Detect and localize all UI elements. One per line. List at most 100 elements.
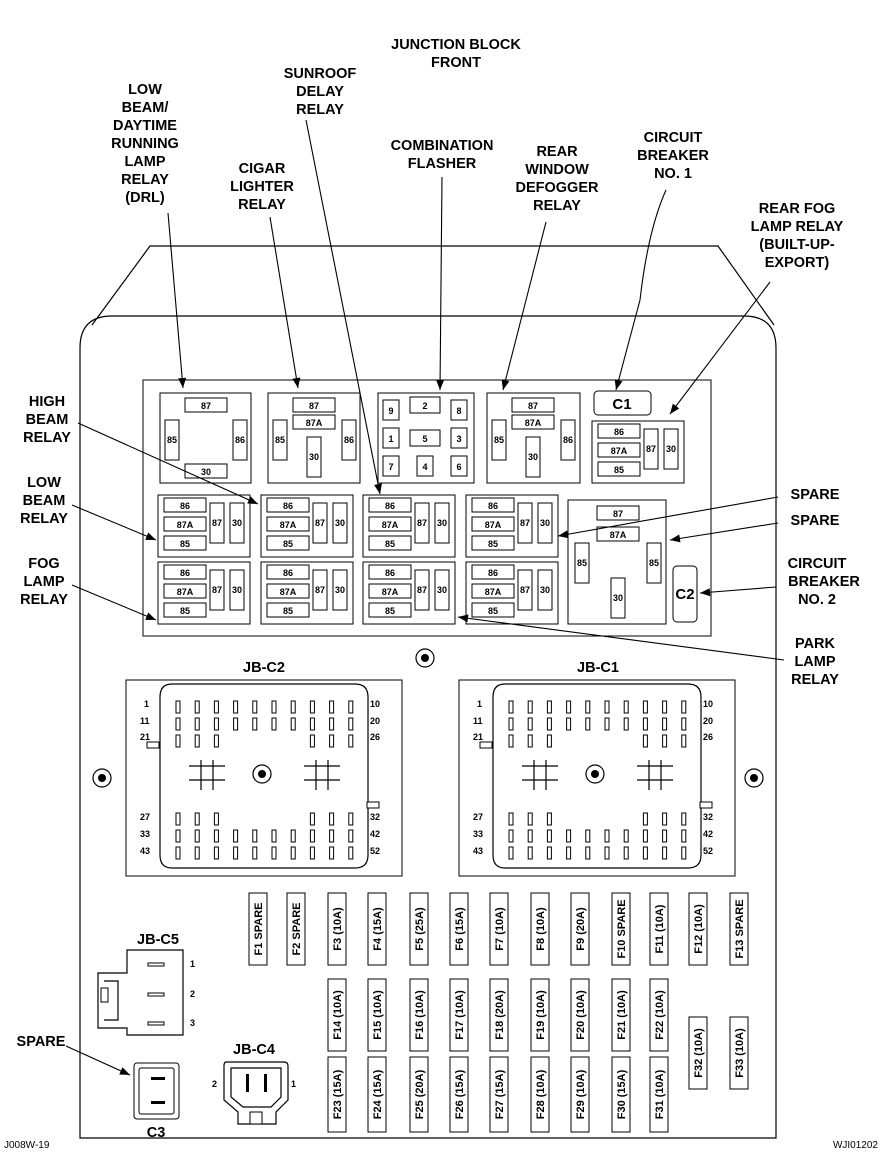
pin-slot [585, 717, 591, 731]
arrowhead [670, 403, 680, 414]
fuse-label: F13 SPARE [734, 899, 746, 958]
callout-text: FOG [28, 556, 59, 572]
callout-text: NO. 2 [798, 592, 836, 608]
terminal-87a [292, 414, 336, 430]
leader-lines [65, 119, 785, 1076]
terminal-label: 87A [382, 520, 399, 530]
callout-text: LOW [128, 82, 162, 98]
connector-name: JB-C1 [577, 660, 619, 676]
terminal [471, 516, 515, 532]
arrowhead [614, 379, 623, 390]
pin-slot [681, 717, 687, 731]
terminal [414, 502, 430, 544]
pin-slot [604, 829, 610, 843]
callout-text: RELAY [121, 172, 169, 188]
callout-text: HIGH [29, 394, 65, 410]
fuse-outline [729, 892, 749, 966]
fuse-outline [327, 978, 347, 1052]
arrowhead [247, 496, 258, 504]
pin-slot [175, 734, 181, 748]
fuse-label: F2 SPARE [291, 903, 303, 956]
callout-low-beam: LOW BEAM RELAY [20, 475, 68, 527]
pin-slot [642, 734, 648, 748]
terminal [209, 502, 225, 544]
connector-pin [147, 962, 165, 967]
callout-text: WINDOW [525, 162, 589, 178]
pin-label: 2 [422, 401, 427, 411]
fuse-outline [649, 978, 669, 1052]
callout-text: LAMP RELAY [751, 219, 844, 235]
fuse-label: F4 (15A) [372, 907, 384, 951]
fuse-outline [489, 978, 509, 1052]
fuse: F1 SPARE [248, 892, 268, 966]
fuse: F22 (10A) [649, 978, 669, 1052]
arrowhead [119, 1067, 130, 1075]
pin-slot [348, 717, 354, 731]
flasher-pin [450, 455, 468, 477]
pin-slot [508, 734, 514, 748]
terminal-label: 87A [177, 520, 194, 530]
fuse-label: F14 (10A) [332, 990, 344, 1040]
terminal-label: 86 [488, 568, 498, 578]
pin-slot [213, 812, 219, 826]
pin-number: 2 [212, 1079, 217, 1089]
pin-number: 43 [140, 846, 150, 856]
terminal-label: 85 [167, 435, 177, 445]
terminal-label: 87 [315, 518, 325, 528]
terminal-87 [596, 505, 640, 521]
fuse: F10 SPARE [611, 892, 631, 966]
terminal [368, 602, 412, 618]
fuse: F28 (10A) [530, 1056, 550, 1133]
fuse-label: F3 (10A) [332, 907, 344, 951]
terminal [266, 516, 310, 532]
fuse-label: F25 (20A) [414, 1069, 426, 1119]
terminal [517, 569, 533, 611]
pin-number: 21 [473, 732, 483, 742]
pin-slot [309, 717, 315, 731]
terminal [368, 564, 412, 580]
terminal-85 [272, 419, 288, 461]
fuse-outline [409, 892, 429, 966]
terminal [332, 502, 348, 544]
terminal [471, 602, 515, 618]
fuse-outline [409, 1056, 429, 1133]
pin-slot [194, 700, 200, 714]
pin-slot [309, 700, 315, 714]
footer-left-code: J008W-19 [4, 1140, 50, 1151]
fuse-outline [409, 978, 429, 1052]
terminal-label: 87 [613, 509, 623, 519]
terminal-label: 87A [485, 520, 502, 530]
pin-slot [681, 829, 687, 843]
terminal [368, 583, 412, 599]
callout-text: BEAM [26, 412, 69, 428]
leader-line [669, 281, 771, 415]
pin-slot [566, 717, 572, 731]
terminal-87 [184, 397, 228, 413]
leader-line [167, 212, 184, 389]
callout-low-beam-drl: LOW BEAM/ DAYTIME RUNNING LAMP RELAY (DR… [111, 82, 179, 206]
connector-key [249, 1111, 263, 1125]
terminal-label: 87A [485, 587, 502, 597]
terminal [266, 564, 310, 580]
pin-slot [527, 829, 533, 843]
terminal-86 [560, 419, 576, 461]
connector-jb-c1: JB-C1 1 11 21 27 33 43 10 20 26 32 42 52 [458, 660, 736, 877]
fuse-label: F23 (15A) [332, 1069, 344, 1119]
pin-number: 32 [370, 812, 380, 822]
pin-slot [642, 829, 648, 843]
pin-slot [681, 734, 687, 748]
fuse-label: F32 (10A) [693, 1028, 705, 1078]
pin-slot [681, 812, 687, 826]
c1-badge [593, 390, 652, 416]
terminal-label: 30 [309, 452, 319, 462]
pin-slot [290, 846, 296, 860]
pin-slot [546, 734, 552, 748]
terminal [368, 535, 412, 551]
pin-slot [348, 829, 354, 843]
circuit-breaker-1: C1 [593, 390, 652, 416]
pin-slot [329, 846, 335, 860]
latch-tab [100, 987, 109, 1003]
